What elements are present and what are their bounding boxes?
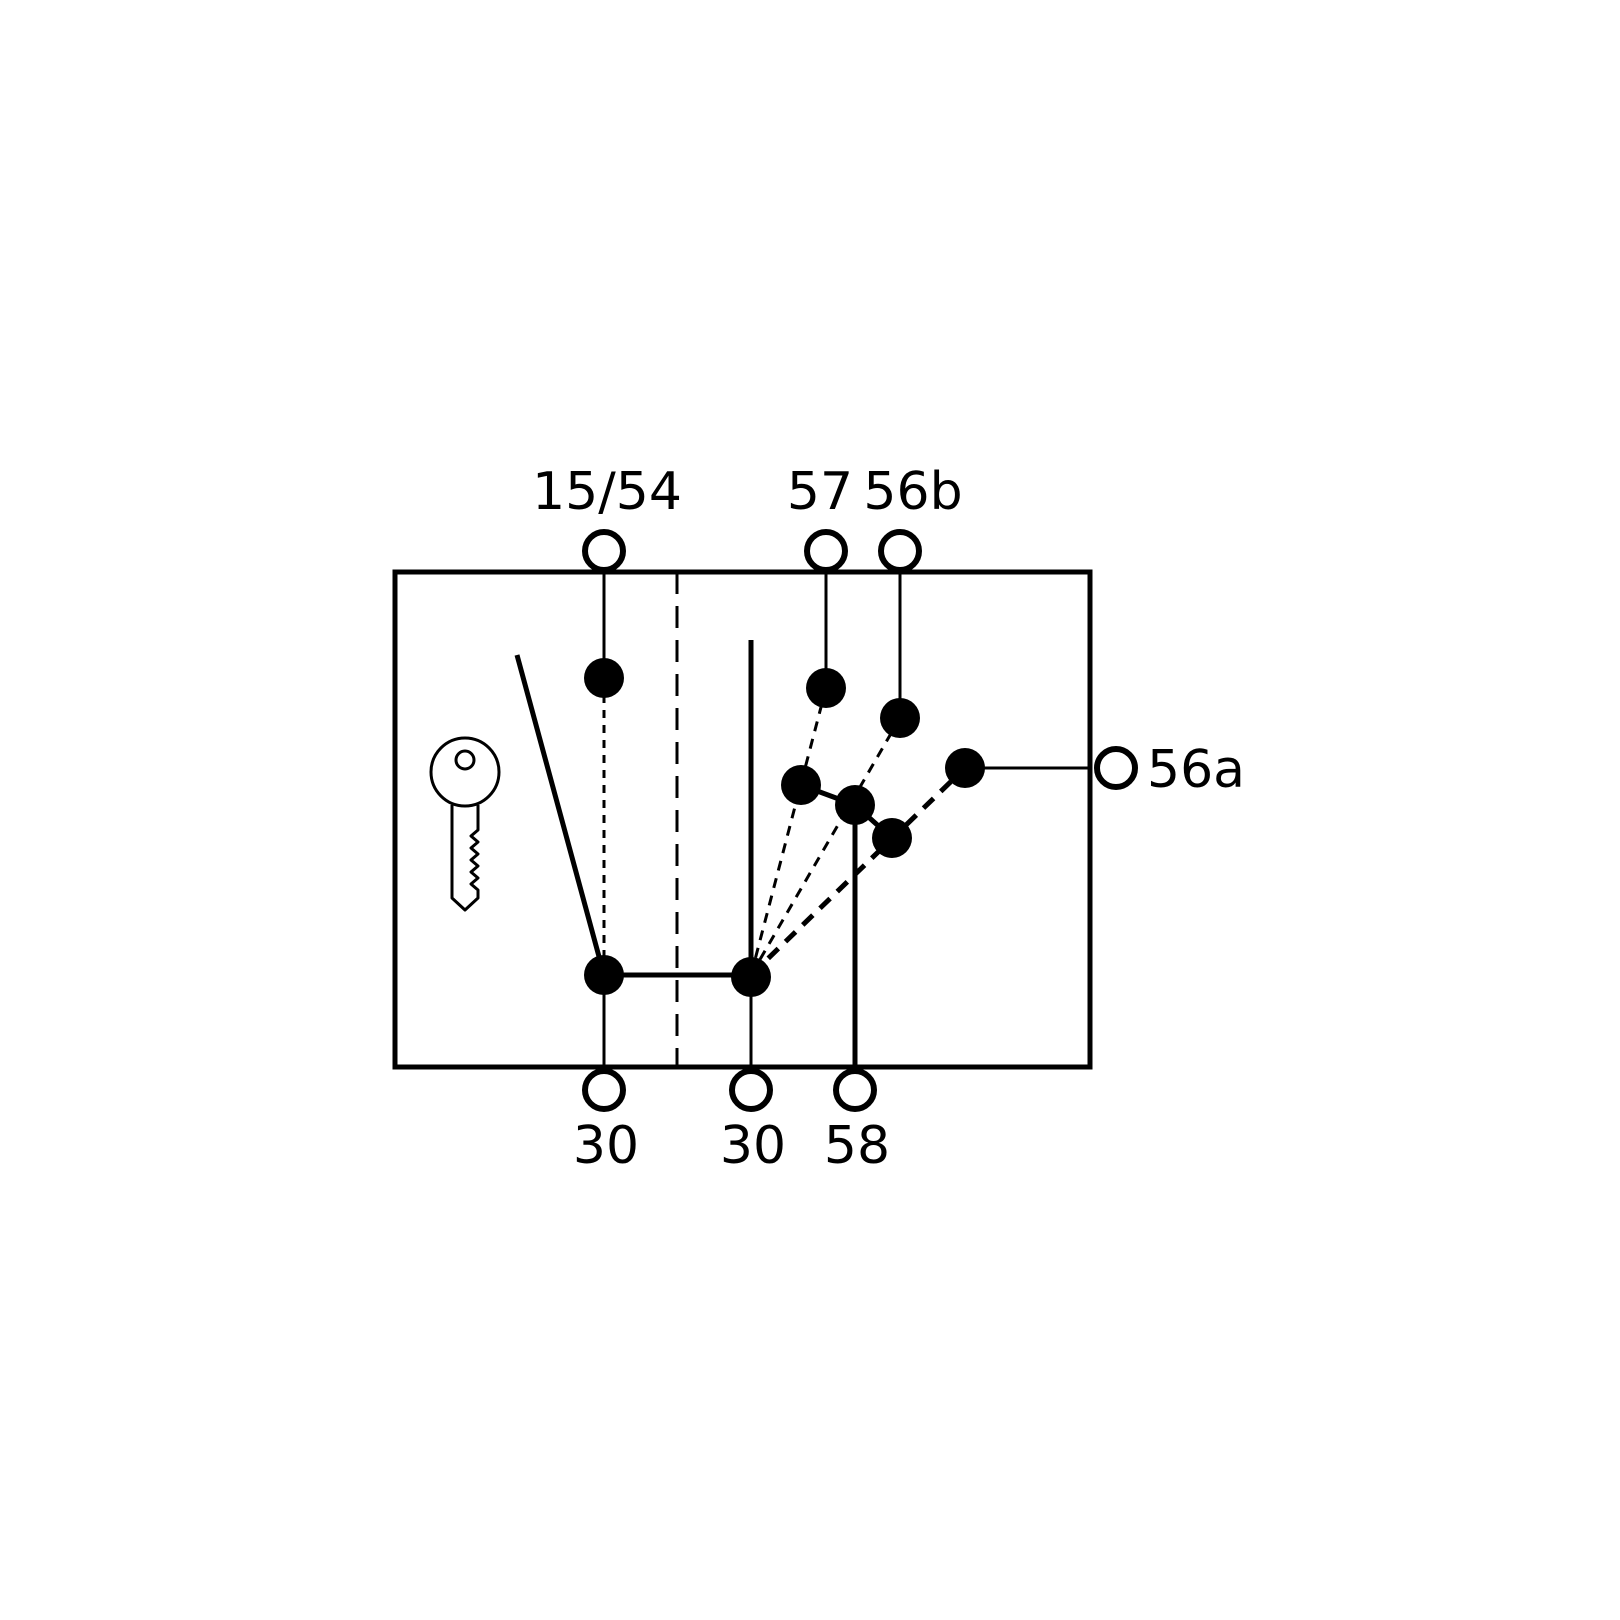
label-30-left: 30 (573, 1116, 639, 1176)
contact-57 (806, 668, 846, 708)
label-57: 57 (787, 462, 853, 522)
key-icon (429, 736, 501, 912)
path-30-to-56b (749, 717, 902, 976)
terminal-30-left (582, 1068, 626, 1112)
contact-b (835, 785, 875, 825)
terminal-56b (878, 529, 922, 573)
label-56b: 56b (863, 462, 962, 522)
terminal-56a (1094, 746, 1138, 790)
path-30-to-57 (749, 687, 828, 976)
label-15-54: 15/54 (532, 462, 682, 522)
switch-lever-left (514, 654, 607, 976)
contact-30-right (731, 957, 771, 997)
label-30-right: 30 (720, 1116, 786, 1176)
contact-56a (945, 748, 985, 788)
label-56a: 56a (1147, 740, 1245, 800)
terminal-30-right (729, 1068, 773, 1112)
terminal-15-54 (582, 529, 626, 573)
contact-30-left (584, 955, 624, 995)
label-58: 58 (824, 1116, 890, 1176)
path-30-to-56a (749, 766, 967, 977)
terminal-58 (833, 1068, 877, 1112)
switch-housing (392, 569, 1093, 1070)
terminal-57 (804, 529, 848, 573)
contact-a (781, 765, 821, 805)
contact-56b (880, 698, 920, 738)
contact-c (872, 818, 912, 858)
contact-15-54 (584, 658, 624, 698)
